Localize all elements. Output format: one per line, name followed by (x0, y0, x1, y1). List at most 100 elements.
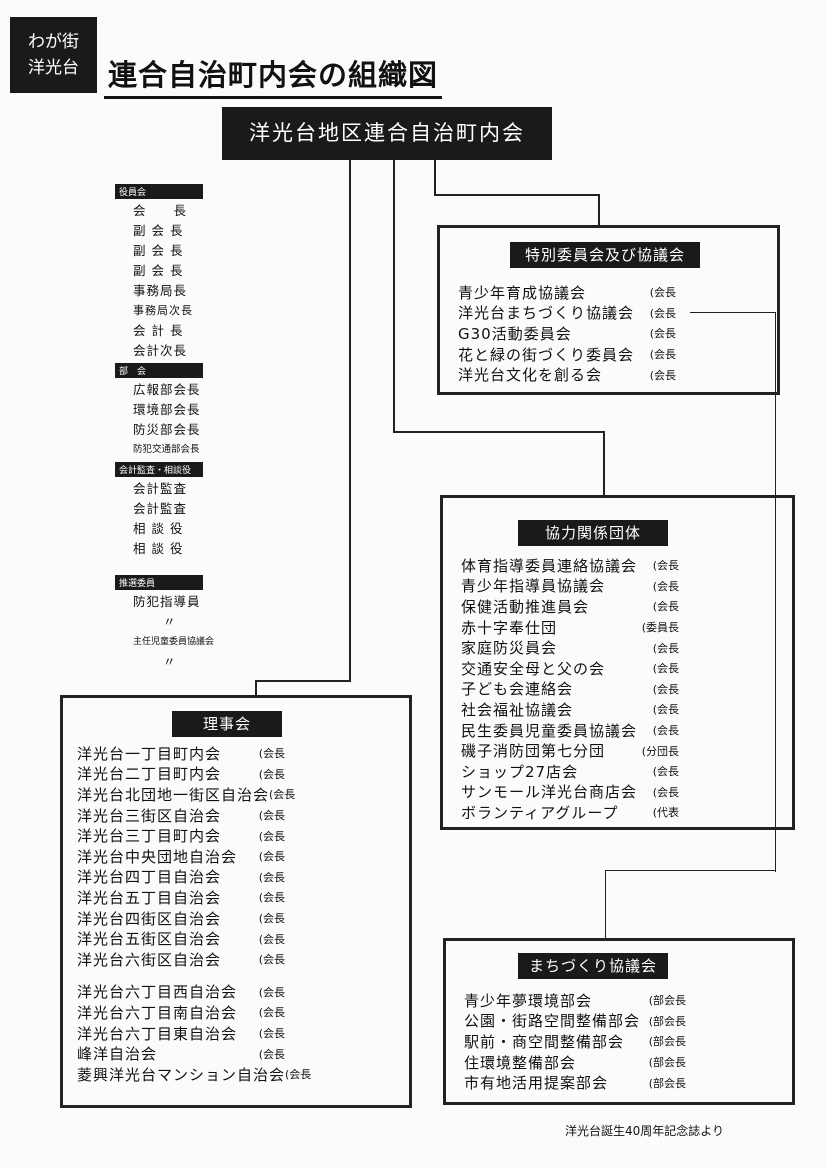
list-item: 菱興洋光台マンション自治会(会長 (77, 1064, 311, 1085)
role-label: (部会長 (648, 994, 686, 1008)
role-label: (部会長 (648, 1056, 686, 1070)
organization-name: 住環境整備部会 (464, 1053, 577, 1072)
organization-name: 峰洋自治会 (77, 1045, 158, 1064)
role-label: (会長 (652, 559, 679, 573)
role-label: (会長 (285, 1068, 312, 1082)
list-item: ショップ27店会(会長 (461, 761, 679, 782)
list-item: 洋光台一丁目町内会(会長 (77, 743, 285, 764)
officer-item: 防災部会長 (133, 422, 201, 437)
connector (349, 160, 351, 682)
group-header: 役員会 (115, 184, 203, 199)
organization-name: 洋光台まちづくり協議会 (458, 304, 635, 323)
list-item: 保健活動推進員会(会長 (461, 596, 679, 617)
officer-item: 主任児童委員協議会 (133, 637, 215, 647)
board-list: 洋光台一丁目町内会(会長洋光台二丁目町内会(会長洋光台北団地一街区自治会(会長洋… (77, 743, 311, 1085)
list-item: 洋光台五丁目自治会(会長 (77, 887, 285, 908)
connector (393, 431, 605, 433)
officers-list: 役員会 会 長 副 会 長 副 会 長 副 会 長 事務局長 事務局次長 会 計… (115, 182, 215, 672)
role-label: (会長 (258, 953, 285, 967)
officer-item: 広報部会長 (133, 382, 201, 397)
connector (605, 870, 606, 940)
connector (434, 194, 600, 196)
organization-name: 洋光台三丁目町内会 (77, 827, 222, 846)
organization-name: 青少年育成協議会 (458, 283, 587, 302)
organization-name: 洋光台四丁目自治会 (77, 868, 222, 887)
organization-name: 洋光台六丁目東自治会 (77, 1024, 238, 1043)
organization-name: ボランティアグループ (461, 803, 619, 822)
officer-item: 会計監査 (133, 501, 188, 516)
role-label: (会長 (258, 870, 285, 884)
role-label: (会長 (649, 286, 676, 300)
group-header: 部 会 (115, 363, 203, 378)
officer-item: 〃 (163, 654, 177, 669)
role-label: (会長 (652, 785, 679, 799)
cooperating-groups-list: 体育指導委員連絡協議会(会長青少年指導員協議会(会長保健活動推進員会(会長赤十字… (461, 555, 679, 823)
organization-name: 家庭防災員会 (461, 639, 558, 658)
list-item: 住環境整備部会 (部会長 (464, 1052, 686, 1073)
organization-name: 洋光台文化を創る会 (458, 366, 603, 385)
list-item: 家庭防災員会 (会長 (461, 637, 679, 658)
list-item: 磯子消防団第七分団(分団長 (461, 740, 679, 761)
organization-name: 洋光台四街区自治会 (77, 909, 222, 928)
machizukuri-title: まちづくり協議会 (518, 953, 668, 979)
role-label: (会長 (652, 579, 679, 593)
group-header: 推選委員 (115, 575, 203, 590)
page-title: 連合自治町内会の組織図 (104, 52, 443, 99)
officer-item: 会計次長 (133, 343, 188, 358)
special-committees-title: 特別委員会及び協議会 (510, 242, 700, 268)
list-item: 洋光台二丁目町内会 (会長 (77, 764, 285, 785)
organization-name: 洋光台六丁目西自治会 (77, 983, 238, 1002)
organization-name: 体育指導委員連絡協議会 (461, 556, 638, 575)
organization-name: 子ども会連絡会 (461, 680, 574, 699)
role-label: (会長 (258, 747, 285, 761)
organization-name: 菱興洋光台マンション自治会 (77, 1065, 286, 1084)
list-item: G30活動委員会(会長 (458, 323, 676, 344)
list-item: 洋光台六丁目西自治会 (会長 (77, 982, 285, 1003)
list-item: 洋光台三街区自治会 (会長 (77, 805, 285, 826)
role-label: (会長 (258, 985, 285, 999)
role-label: (会長 (652, 641, 679, 655)
list-item: 洋光台五街区自治会(会長 (77, 928, 285, 949)
list-item: 社会福祉協議会(会長 (461, 699, 679, 720)
list-item: ボランティアグループ(代表 (461, 802, 679, 823)
role-label: (会長 (258, 767, 285, 781)
role-label: (会長 (652, 682, 679, 696)
role-label: (会長 (652, 765, 679, 779)
list-item: 洋光台北団地一街区自治会(会長 (77, 784, 295, 805)
organization-name: 駅前・商空間整備部会 (464, 1032, 625, 1051)
role-label: (部会長 (648, 1035, 686, 1049)
officer-item: 相 談 役 (133, 541, 184, 556)
board-title: 理事会 (172, 711, 282, 737)
role-label: (会長 (258, 891, 285, 905)
machizukuri-list: 青少年夢環境部会(部会長公園・街路空間整備部会(部会長駅前・商空間整備部会(部会… (464, 990, 686, 1093)
role-label: (会長 (269, 788, 296, 802)
connector (690, 312, 776, 313)
organization-name: 洋光台三街区自治会 (77, 806, 222, 825)
role-label: (会長 (258, 829, 285, 843)
role-label: (会長 (258, 809, 285, 823)
officer-item: 副 会 長 (133, 223, 184, 238)
organization-name: 青少年指導員協議会 (461, 577, 606, 596)
officer-item: 〃 (163, 614, 177, 629)
connector (393, 160, 395, 433)
role-label: (会長 (258, 850, 285, 864)
role-label: (会長 (258, 1047, 285, 1061)
role-label: (会長 (258, 1027, 285, 1041)
organization-name: 洋光台中央団地自治会 (77, 847, 238, 866)
organization-name: 洋光台二丁目町内会 (77, 765, 222, 784)
badge-line-1: わが街 (28, 32, 79, 52)
organization-name: 市有地活用提案部会 (464, 1074, 609, 1093)
cooperating-groups-title: 協力関係団体 (518, 520, 668, 546)
list-item: 洋光台六丁目東自治会 (会長 (77, 1023, 285, 1044)
role-label: (会長 (649, 348, 676, 362)
connector (434, 160, 436, 196)
organization-name: G30活動委員会 (458, 324, 572, 343)
group-header: 会計監査・相談役 (115, 462, 203, 477)
organization-name: 洋光台五街区自治会 (77, 930, 222, 949)
organization-name: 洋光台六丁目南自治会 (77, 1003, 238, 1022)
list-item: 洋光台四丁目自治会 (会長 (77, 867, 285, 888)
list-item: 青少年夢環境部会(部会長 (464, 990, 686, 1011)
list-item: 峰洋自治会 (会長 (77, 1043, 285, 1064)
list-item: 青少年指導員協議会 (会長 (461, 576, 679, 597)
